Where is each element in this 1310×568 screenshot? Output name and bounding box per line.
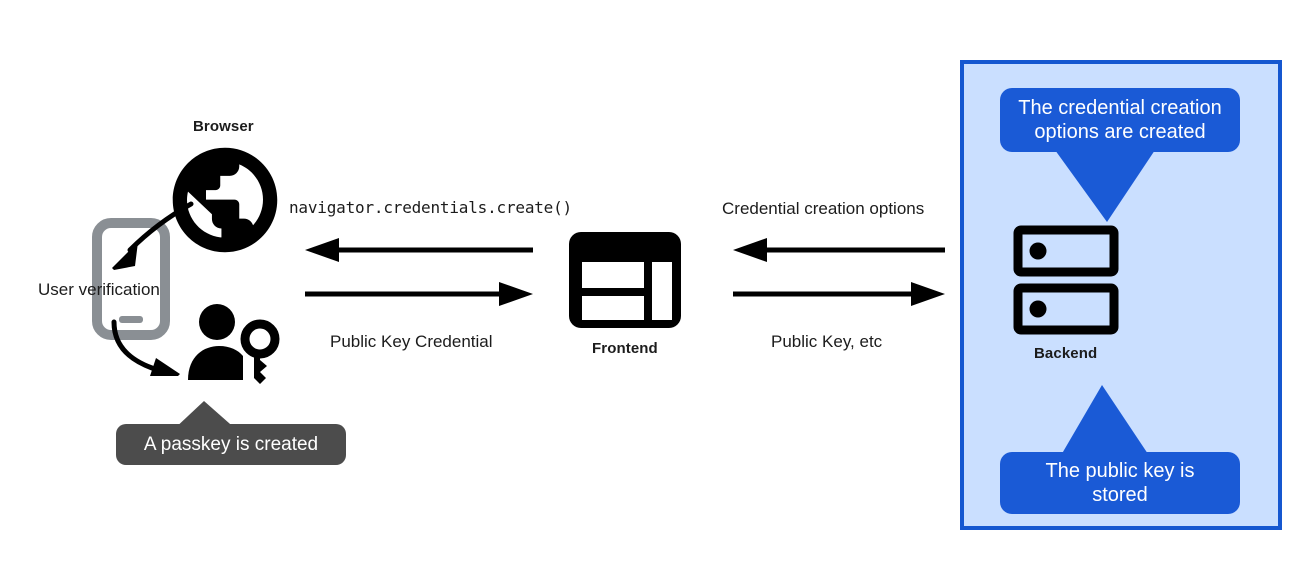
user-verification-label: User verification (38, 280, 160, 299)
left-flow-bottom-label: Public Key Credential (330, 332, 493, 351)
phone-icon (92, 218, 170, 340)
left-flow-top-label: navigator.credentials.create() (289, 198, 572, 217)
passkey-callout-tail (172, 401, 238, 431)
right-flow-bottom-label: Public Key, etc (771, 332, 883, 351)
person-key-icon (188, 304, 280, 384)
backend-label: Backend (1034, 345, 1098, 362)
browser-to-phone-arrow (112, 201, 194, 270)
backend-callout-top-tail (1055, 150, 1155, 222)
right-flow-bottom-arrow (733, 282, 945, 306)
right-flow-top-label: Credential creation options (722, 199, 925, 218)
backend-callout-top: The credential creation options are crea… (1000, 88, 1240, 152)
right-flow-top-arrow (733, 238, 945, 262)
frontend-label: Frontend (592, 340, 658, 357)
backend-callout-bottom-line2: stored (1092, 484, 1148, 506)
backend-callout-top-line2: options are created (1034, 121, 1206, 143)
backend-callout-top-line1: The credential creation (1018, 96, 1222, 119)
backend-callout-bottom-line1: The public key is (1045, 459, 1195, 482)
backend-callout-bottom: The public key is stored (1000, 452, 1240, 514)
dashboard-icon (569, 232, 681, 328)
passkey-callout: A passkey is created (116, 424, 346, 465)
browser-label: Browser (193, 118, 254, 135)
globe-icon (172, 147, 278, 253)
left-flow-bottom-arrow (305, 282, 533, 306)
server-icon (1013, 225, 1119, 335)
left-flow-top-arrow (305, 238, 533, 262)
phone-to-user-arrow (111, 319, 180, 376)
passkey-callout-text: A passkey is created (143, 433, 319, 455)
backend-callout-bottom-tail (1060, 385, 1150, 457)
